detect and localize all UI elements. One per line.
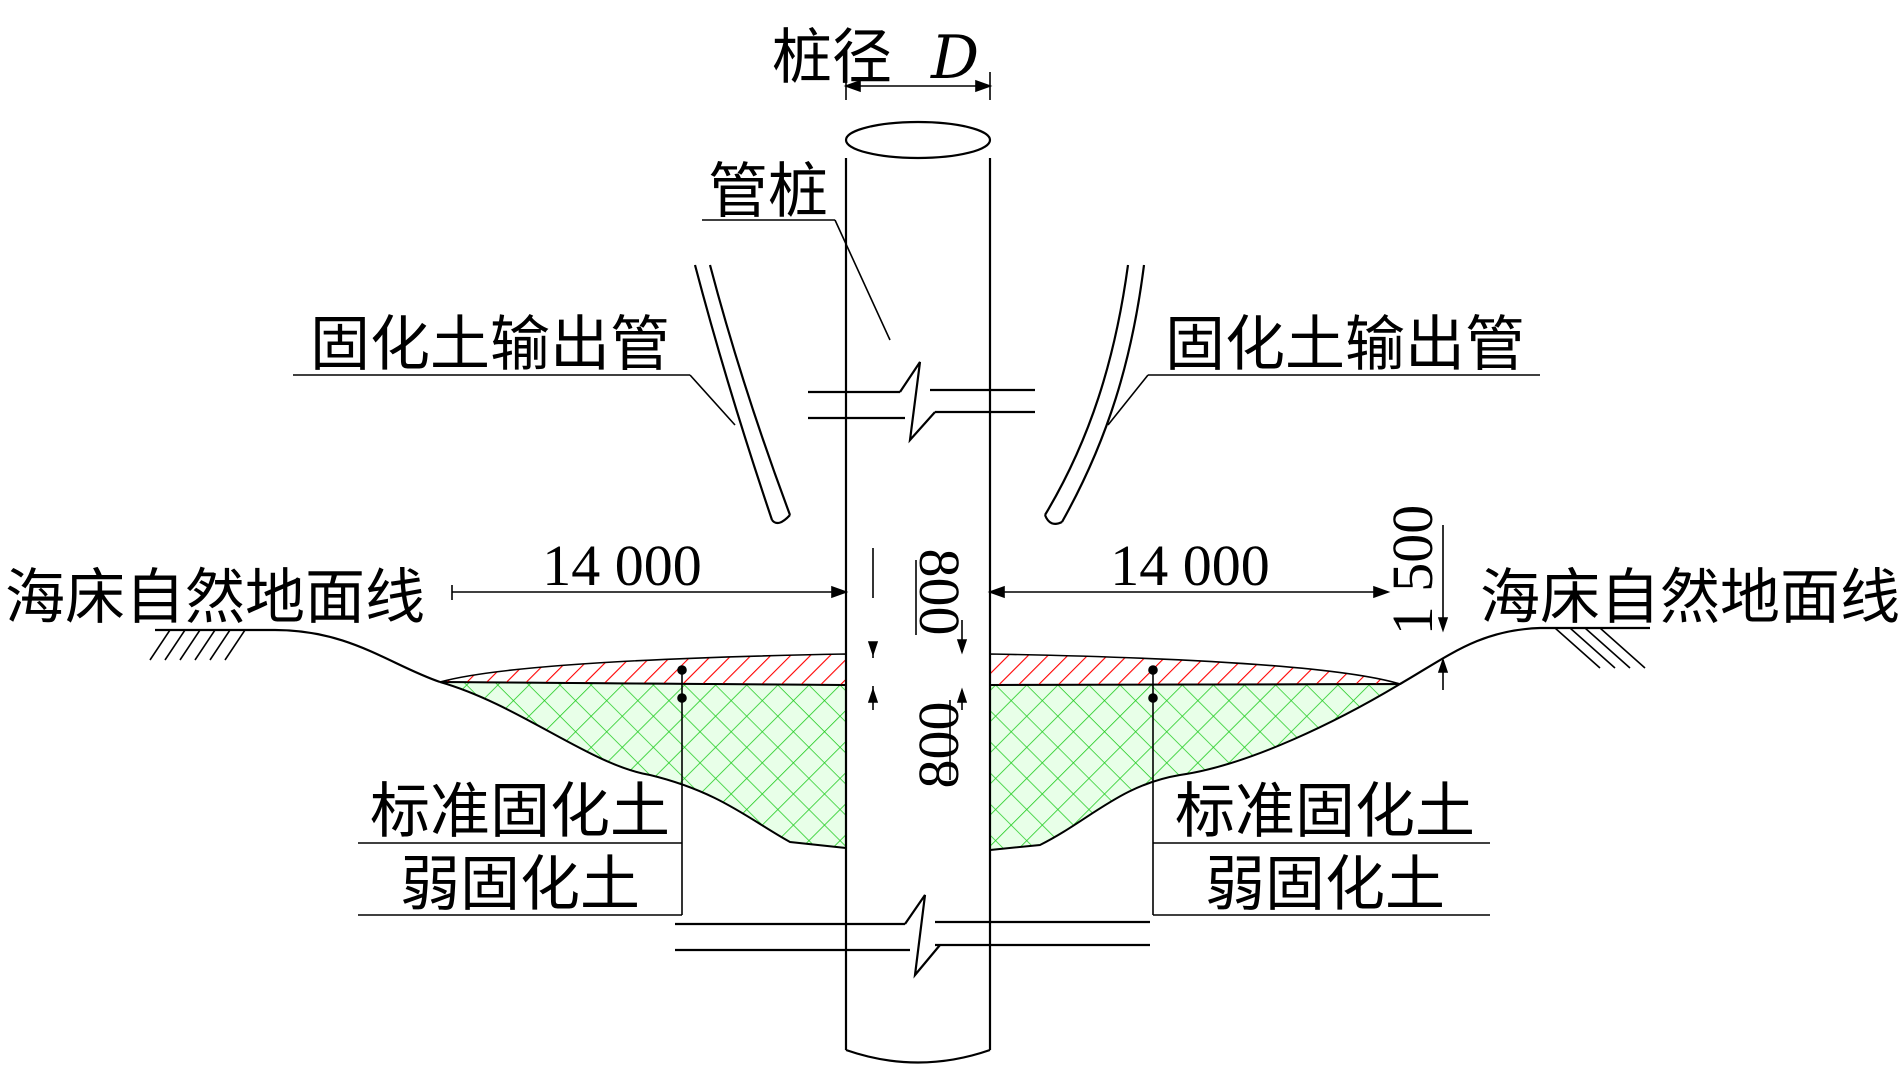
- dimension-bank-height: [1437, 525, 1449, 690]
- label-seabed-right: 海床自然地面线: [1480, 563, 1900, 633]
- dimension-pile-diameter: [843, 72, 993, 100]
- label-pile-diameter-symbol: D: [930, 23, 979, 93]
- break-line-upper: [808, 361, 1035, 444]
- leader-pipe-pile: [834, 219, 891, 341]
- label-standard-soil-left: 标准固化土: [370, 777, 670, 847]
- dimension-depth-marks: [867, 548, 968, 780]
- label-standard-soil-right: 标准固化土: [1175, 777, 1475, 847]
- weak-soil-zone-left: [439, 681, 847, 850]
- standard-soil-zone-right: [989, 653, 1401, 686]
- label-weak-soil-right: 弱固化土: [1205, 850, 1445, 920]
- break-line-lower: [675, 894, 1150, 979]
- label-output-pipe-right: 固化土输出管: [1165, 310, 1525, 380]
- leader-output-pipe-right: [1107, 374, 1149, 426]
- dimension-width-left: [451, 585, 849, 600]
- ground-hatch-left: [149, 629, 246, 661]
- dimension-width-right: [987, 585, 1391, 599]
- leader-soil-left: [358, 665, 687, 916]
- weak-soil-zone-right: [989, 682, 1404, 852]
- standard-soil-zone-left: [439, 653, 847, 686]
- dimension-label-depth-top: 800: [907, 549, 972, 636]
- pile-bottom-curve: [845, 1048, 991, 1064]
- seabed-ground-line: [155, 628, 441, 684]
- label-pile-diameter: 桩径: [772, 23, 892, 93]
- ground-hatch-right: [1554, 627, 1646, 669]
- label-output-pipe-left: 固化土输出管: [310, 310, 670, 380]
- label-seabed-left: 海床自然地面线: [5, 563, 425, 633]
- dimension-label-bank-height: 1 500: [1380, 505, 1445, 636]
- seabed-ground-line-right: [1399, 626, 1650, 685]
- leader-output-pipe-left: [689, 374, 736, 426]
- leader-soil-right: [1148, 665, 1490, 916]
- dimension-label-depth-bottom: 800: [906, 702, 971, 789]
- dimension-label-width-left: 14 000: [542, 533, 702, 598]
- label-weak-soil-left: 弱固化土: [400, 850, 640, 920]
- output-pipe-left: [693, 264, 792, 525]
- pile-top-ellipse: [844, 120, 992, 160]
- output-pipe-right: [1043, 264, 1146, 525]
- label-pipe-pile: 管桩: [708, 157, 828, 227]
- dimension-label-width-right: 14 000: [1110, 533, 1270, 598]
